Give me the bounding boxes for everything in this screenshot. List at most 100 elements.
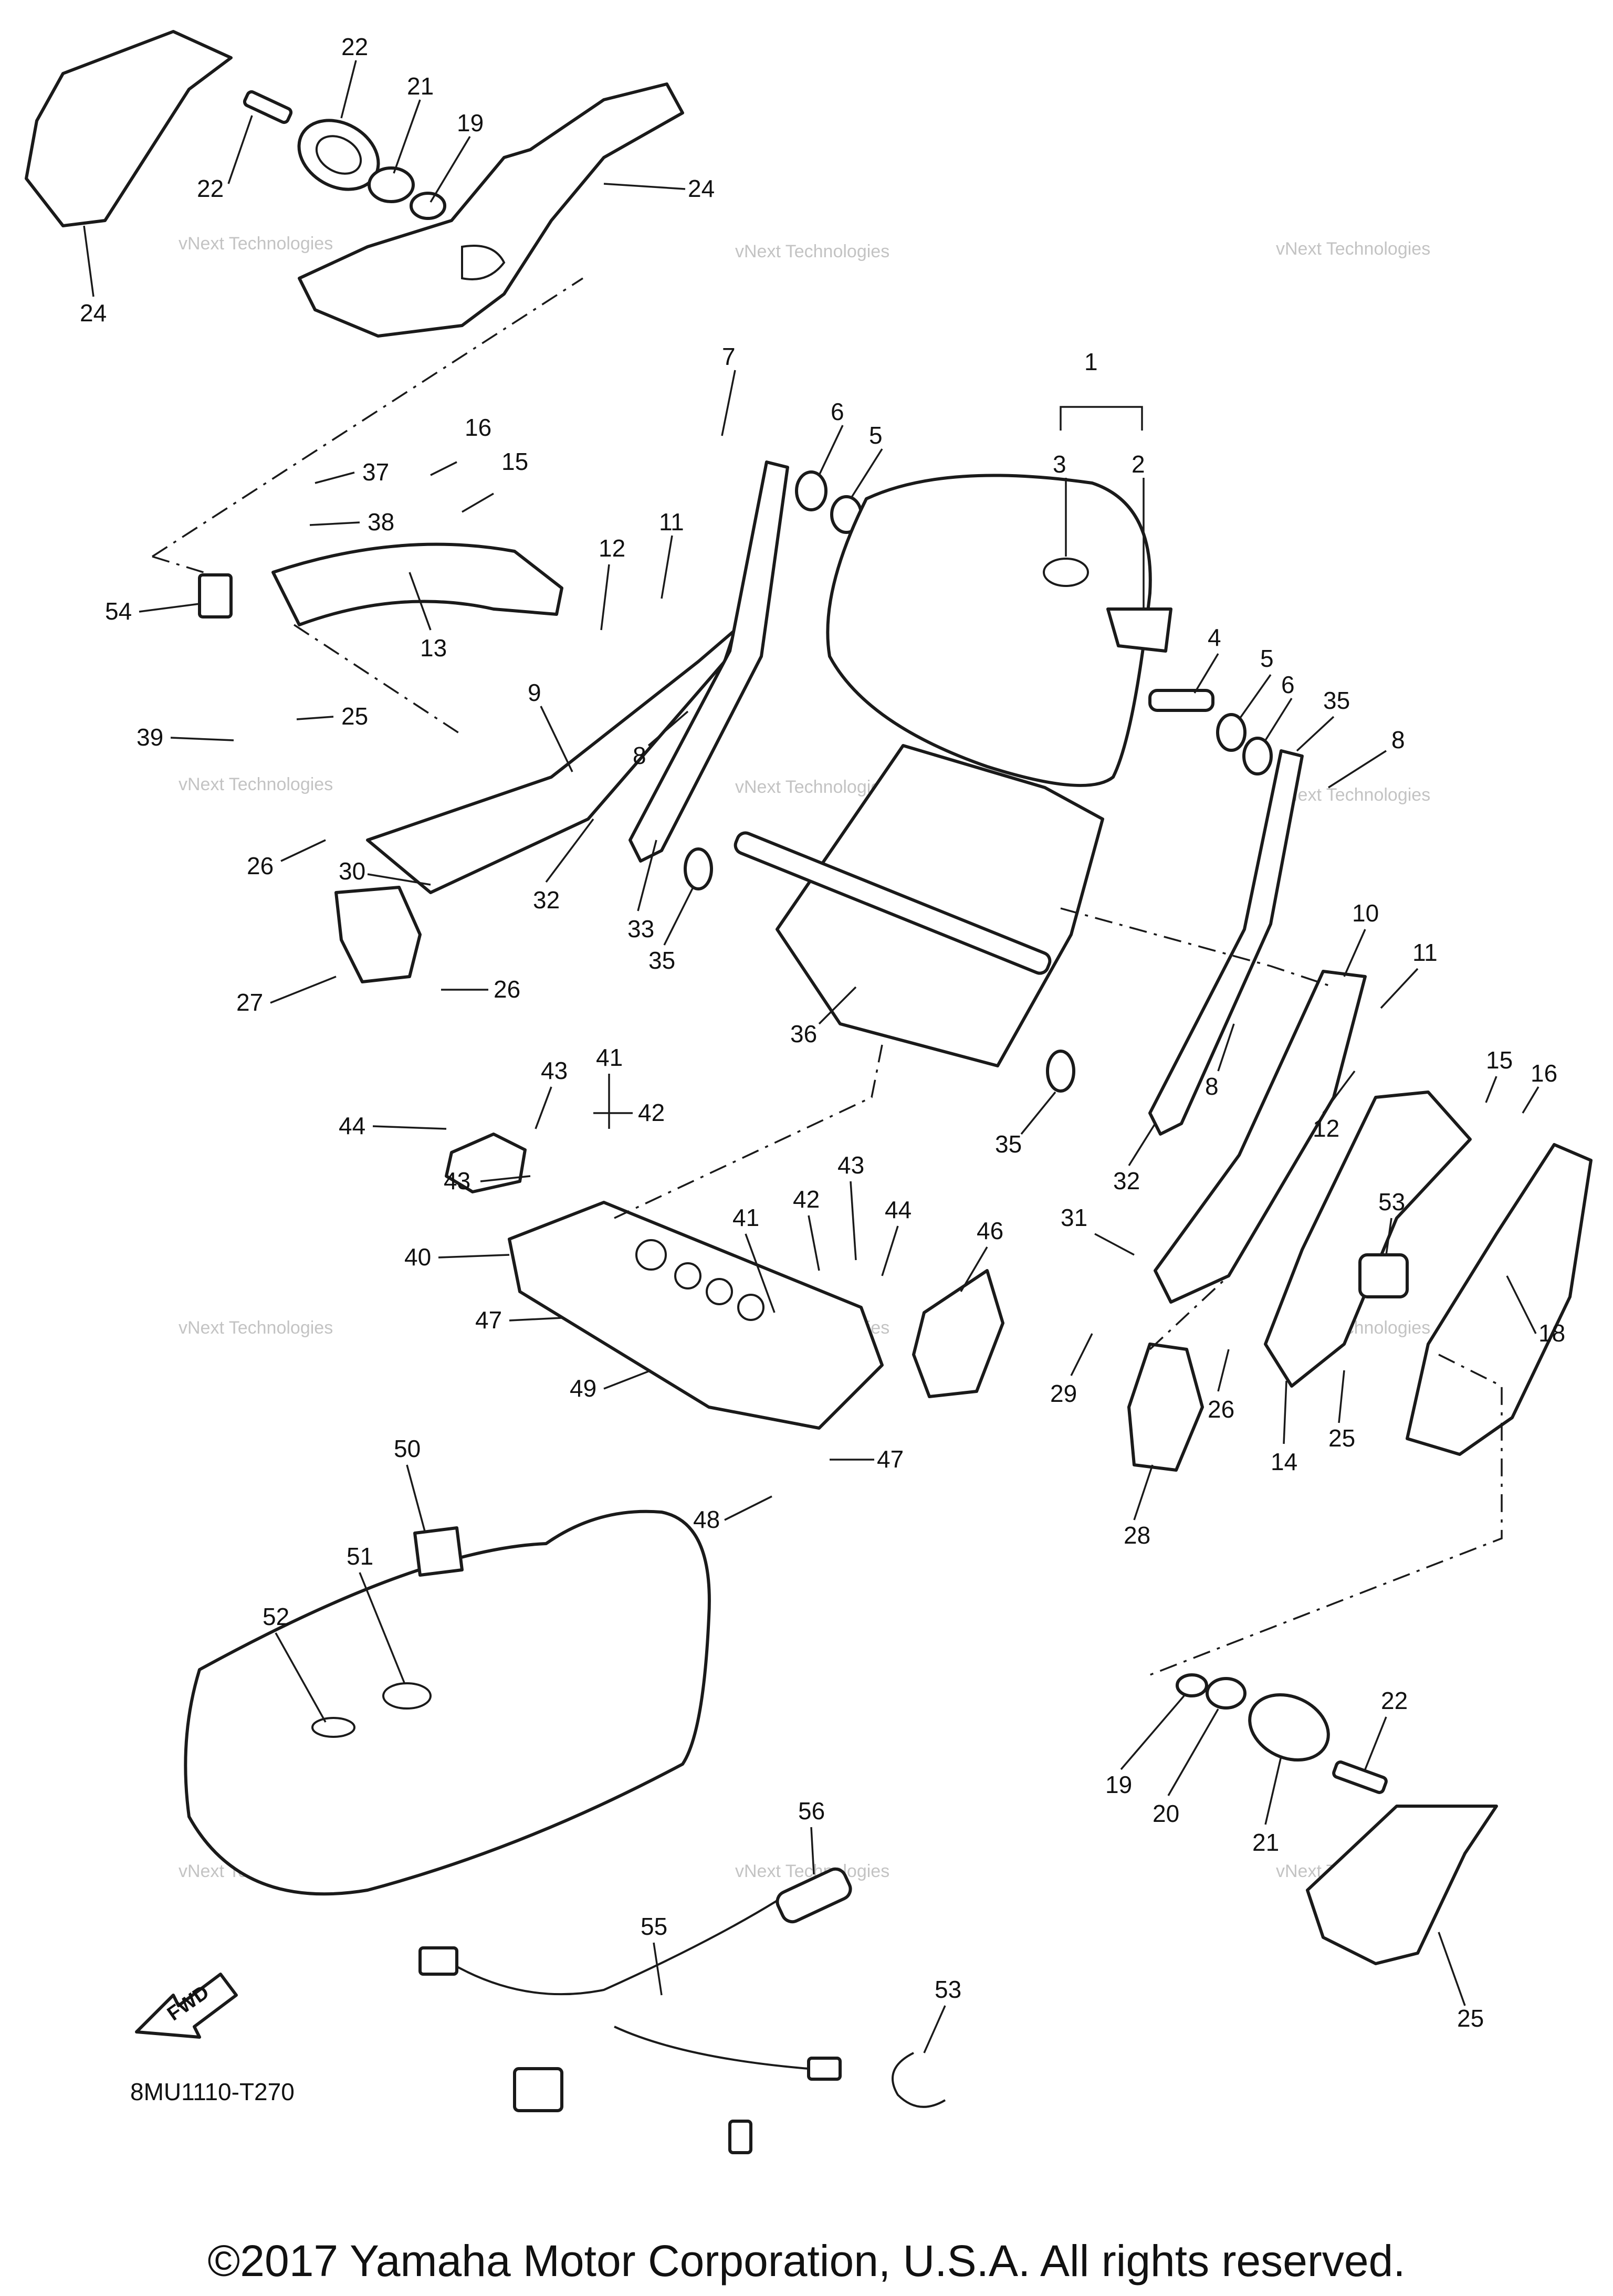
callout: 7 xyxy=(722,343,736,370)
watermark: vNext Technologies xyxy=(735,242,889,261)
connector-56b xyxy=(513,2067,563,2112)
callout: 22 xyxy=(341,33,368,60)
callout: 36 xyxy=(790,1020,817,1047)
callout: 24 xyxy=(688,175,715,202)
callout: 35 xyxy=(1323,687,1350,714)
callout: 50 xyxy=(394,1435,421,1462)
cover-27 xyxy=(334,886,422,983)
seat-50 xyxy=(184,1509,711,1896)
backrest-frame-13 xyxy=(271,542,563,626)
washer-19-top xyxy=(410,192,446,220)
watermark: vNext Technologies xyxy=(1276,239,1430,259)
callout: 26 xyxy=(1208,1396,1234,1423)
callout: 25 xyxy=(341,703,368,730)
shaft-4 xyxy=(1148,689,1214,712)
callout: 13 xyxy=(420,634,447,662)
callout: 5 xyxy=(869,422,883,449)
parts: FWD xyxy=(25,30,1593,2154)
reference-lines xyxy=(152,277,1503,1676)
callout: 32 xyxy=(533,886,560,914)
watermark: vNext Technologies xyxy=(1276,785,1430,805)
callout: 21 xyxy=(407,72,434,100)
callout: 26 xyxy=(494,976,520,1003)
callout: 35 xyxy=(648,947,675,974)
watermark: vNext Technologies xyxy=(179,234,333,254)
side-cover-24 xyxy=(1306,1805,1498,1965)
arm-right-14 xyxy=(1264,1091,1472,1388)
callout: 21 xyxy=(1252,1829,1279,1856)
callout: 43 xyxy=(837,1151,864,1179)
washer-6-right xyxy=(1242,737,1273,775)
callout: 3 xyxy=(1053,450,1066,478)
callout: 54 xyxy=(105,597,132,625)
callout: 41 xyxy=(732,1204,759,1231)
callout: 37 xyxy=(362,458,389,486)
callout: 46 xyxy=(977,1217,1003,1244)
backrest-pad xyxy=(826,474,1152,787)
callout: 1 xyxy=(1084,348,1098,375)
callout: 48 xyxy=(693,1506,720,1533)
callout: 43 xyxy=(541,1057,568,1084)
callout: 42 xyxy=(638,1099,665,1126)
upright-bar-left xyxy=(629,460,789,863)
sensor-57 xyxy=(776,1867,852,1924)
cover-46 xyxy=(912,1269,1004,1398)
callout: 8 xyxy=(1391,726,1405,753)
diagram-code: 8MU1110-T270 xyxy=(130,2078,295,2105)
callout: 31 xyxy=(1061,1204,1087,1231)
callout: 8 xyxy=(1391,726,1405,753)
washer-6-upper xyxy=(795,470,828,511)
washer-20-bottom xyxy=(1206,1677,1247,1710)
callout: 44 xyxy=(339,1112,365,1139)
clip-53 xyxy=(892,2052,946,2108)
callout: 8 xyxy=(633,742,646,769)
callout: 32 xyxy=(1113,1167,1140,1194)
callout: 6 xyxy=(1281,671,1295,698)
connector-55 xyxy=(198,573,233,618)
harness-56 xyxy=(451,1879,820,1996)
callout: 28 xyxy=(1124,1522,1150,1549)
callout: 42 xyxy=(793,1186,820,1213)
cover-45 xyxy=(445,1133,527,1193)
callout: 16 xyxy=(1531,1060,1557,1087)
callout: 16 xyxy=(465,414,491,441)
callout: 24 xyxy=(80,299,107,327)
callout: 2 xyxy=(1132,450,1145,478)
callout: 5 xyxy=(1260,645,1274,672)
callout: 4 xyxy=(1208,624,1221,651)
knob-21-bottom xyxy=(1248,1693,1330,1762)
connector-56d xyxy=(807,2057,842,2081)
callout: 30 xyxy=(339,857,365,885)
bolt-22-bottom xyxy=(1332,1760,1388,1794)
tube-36 xyxy=(734,831,1052,975)
label-51 xyxy=(382,1682,432,1710)
callout: 53 xyxy=(1378,1188,1405,1215)
callout: 41 xyxy=(596,1044,623,1071)
callout: 51 xyxy=(347,1543,373,1570)
gear-35-left xyxy=(684,847,713,890)
callout: 47 xyxy=(475,1306,502,1334)
callout: 11 xyxy=(1412,939,1438,966)
callout: 12 xyxy=(1313,1115,1339,1142)
callout: 29 xyxy=(1050,1380,1077,1407)
callout: 25 xyxy=(1328,1424,1355,1452)
label-52 xyxy=(311,1717,355,1738)
callout: 56 xyxy=(798,1797,825,1825)
callout: 38 xyxy=(368,508,394,536)
callout: 19 xyxy=(1105,1771,1132,1798)
callout: 6 xyxy=(831,398,844,425)
callout: 47 xyxy=(877,1445,904,1473)
callout: 10 xyxy=(1352,899,1379,927)
washer-19-bottom xyxy=(1176,1673,1208,1697)
callout: 15 xyxy=(1486,1046,1513,1074)
callout: 14 xyxy=(1271,1448,1297,1475)
callout: 26 xyxy=(247,852,274,879)
watermark: vNext Technologies xyxy=(179,774,333,794)
fwd-arrow: FWD xyxy=(135,1973,238,2039)
tab-2 xyxy=(1106,607,1172,653)
callout: 33 xyxy=(627,915,654,942)
callout: 9 xyxy=(528,679,541,706)
callout: 18 xyxy=(1538,1319,1565,1347)
seat-tab-50 xyxy=(413,1526,464,1577)
